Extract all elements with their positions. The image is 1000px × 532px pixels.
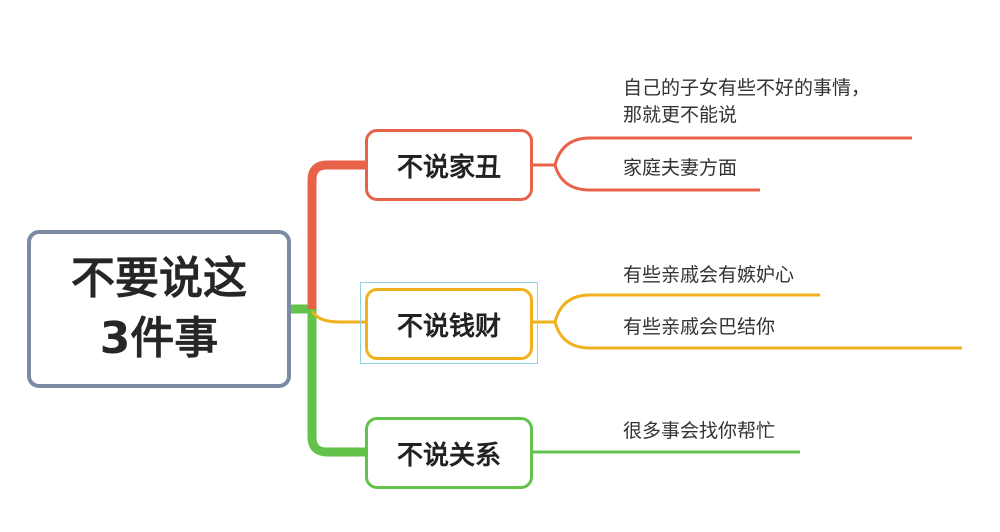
leaf-text-2-1[interactable]: 有些亲戚会有嫉妒心 xyxy=(623,264,795,286)
leaf-text-1-3[interactable]: 家庭夫妻方面 xyxy=(623,157,738,179)
root-node[interactable]: 不要说这 3件事 xyxy=(27,230,291,388)
leaf-text-1-1[interactable]: 自己的子女有些不好的事情， xyxy=(623,77,871,99)
leaf-line-2-2 xyxy=(553,321,962,350)
leaf-line-1-1 xyxy=(533,136,912,167)
leaf-text-1-2[interactable]: 那就更不能说 xyxy=(623,104,738,126)
connector-branch-1 xyxy=(307,160,365,309)
leaf-line-1-2 xyxy=(553,164,760,192)
leaf-line-2-1 xyxy=(533,293,820,324)
branch-node-1[interactable]: 不说家丑 xyxy=(365,129,533,201)
connector-branch-3 xyxy=(307,309,365,457)
connector-branch-2 xyxy=(310,310,365,324)
branch-node-3[interactable]: 不说关系 xyxy=(365,417,533,489)
leaf-text-3-1[interactable]: 很多事会找你帮忙 xyxy=(623,420,776,442)
branch-node-2[interactable]: 不说钱财 xyxy=(365,288,533,360)
root-title-line-1: 不要说这 xyxy=(71,253,247,304)
root-title-line-2: 3件事 xyxy=(99,313,219,364)
selection-highlight xyxy=(360,282,538,364)
leaf-text-2-2[interactable]: 有些亲戚会巴结你 xyxy=(623,316,776,338)
